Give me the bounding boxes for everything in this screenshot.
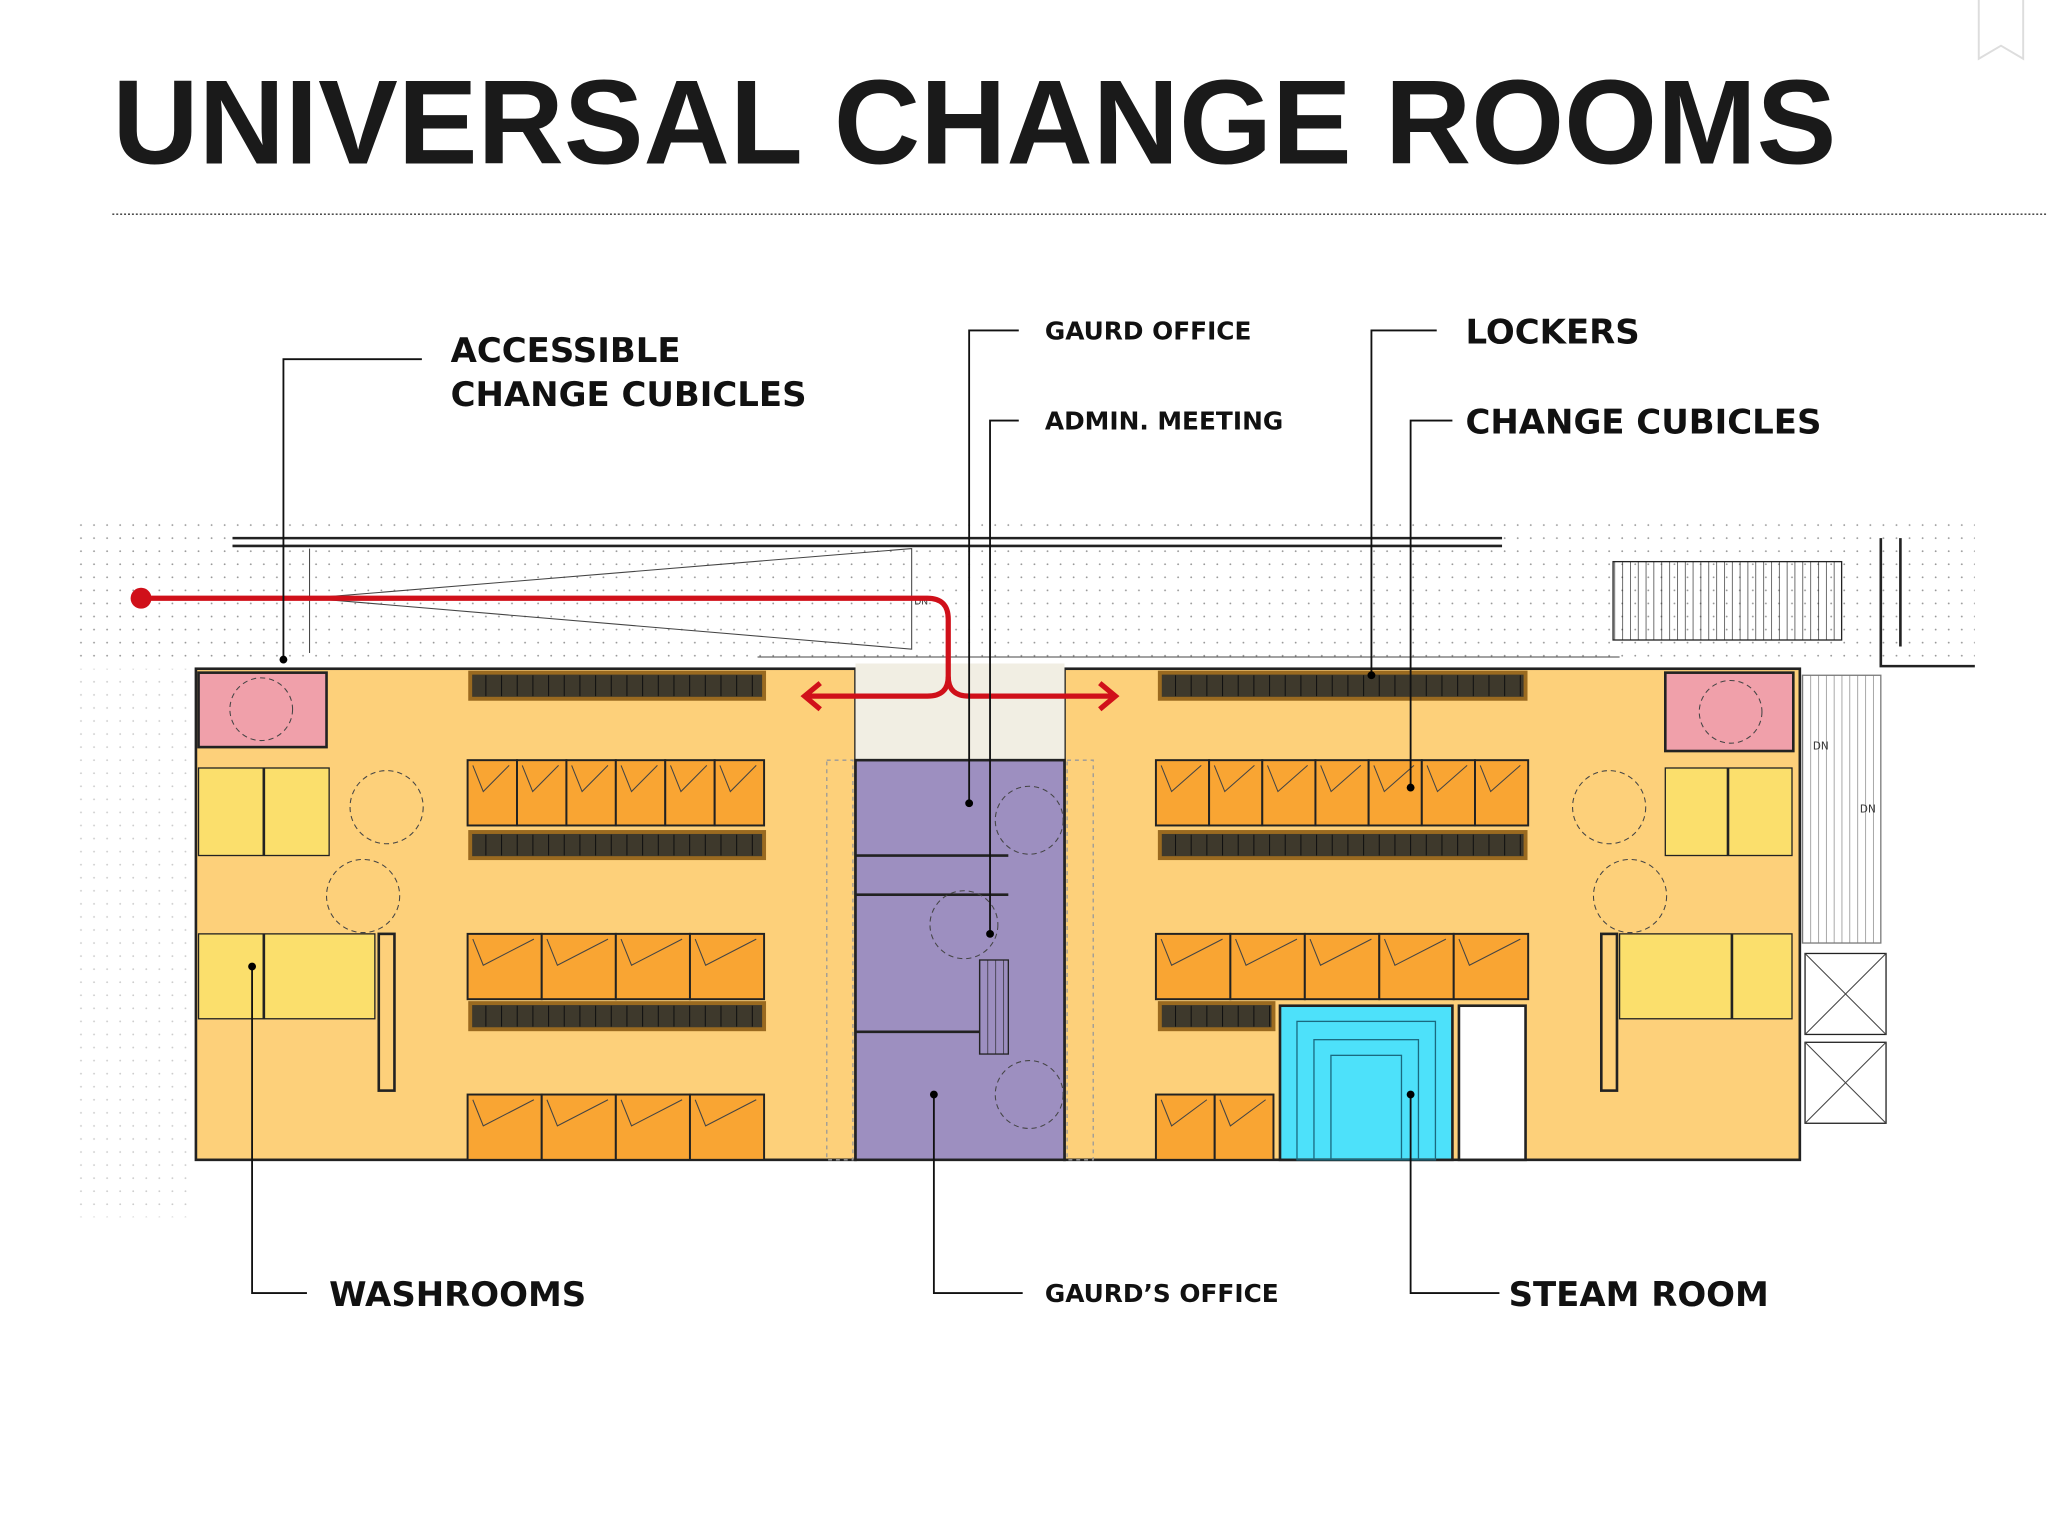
exterior-stair: [1612, 560, 1843, 641]
change-cubicle: [1452, 932, 1530, 1001]
change-cubicle: [540, 932, 617, 1001]
washroom-left-2: [197, 933, 376, 1020]
label-washrooms: WASHROOMS: [329, 1275, 586, 1315]
change-cubicle: [1261, 759, 1317, 827]
locker-bank: [468, 670, 767, 701]
entry-vestibule: [855, 663, 1065, 761]
floor-plan: DN: [71, 519, 1975, 1218]
change-cubicle: [688, 1093, 766, 1161]
guard-office-area: [854, 758, 1066, 1162]
locker-bank: [1157, 670, 1528, 701]
label-guard-office: GAURD OFFICE: [1045, 317, 1252, 346]
label-accessible-change-cubicles-line2: CHANGE CUBICLES: [451, 375, 807, 415]
change-cubicle: [1208, 759, 1264, 827]
stair-down-label: DN: [1813, 741, 1829, 753]
leader-lines: [248, 329, 1500, 1294]
accessible-cubicle-right: [1664, 671, 1795, 753]
page-title: UNIVERSAL CHANGE ROOMS: [112, 55, 1836, 189]
stair-down-label: DN: [1860, 803, 1876, 815]
change-cubicle: [1420, 759, 1476, 827]
change-cubicle: [1367, 759, 1423, 827]
steam-room: [1278, 1004, 1454, 1162]
change-cubicle: [614, 1093, 691, 1161]
change-cubicle: [1303, 932, 1381, 1001]
change-cubicle: [1213, 1093, 1275, 1161]
label-admin-meeting: ADMIN. MEETING: [1045, 407, 1283, 436]
change-cubicle: [688, 932, 766, 1001]
locker-bank: [1157, 1001, 1276, 1032]
change-cubicle: [466, 1093, 543, 1161]
label-guards-office: GAURD’S OFFICE: [1045, 1279, 1279, 1308]
label-change-cubicles: CHANGE CUBICLES: [1465, 403, 1821, 443]
change-cubicle: [1474, 759, 1530, 827]
change-cubicle: [1314, 759, 1370, 827]
accessible-route: [141, 595, 1120, 712]
change-cubicle: [540, 1093, 617, 1161]
washroom-right-2: [1618, 933, 1793, 1020]
route-start-marker: [130, 587, 152, 609]
label-accessible-change-cubicles: ACCESSIBLE: [451, 331, 681, 371]
change-cubicle: [466, 759, 518, 827]
change-cubicle: [713, 759, 766, 827]
locker-bank: [468, 830, 767, 861]
change-cubicle: [1378, 932, 1455, 1001]
label-steam-room: STEAM ROOM: [1509, 1275, 1769, 1315]
change-cubicle: [565, 759, 617, 827]
change-cubicle: [1154, 759, 1211, 827]
change-cubicle: [614, 932, 691, 1001]
change-cubicle: [1229, 932, 1306, 1001]
change-cubicle: [1154, 1093, 1216, 1161]
stair-down-label: DN: [914, 598, 928, 608]
label-lockers: LOCKERS: [1465, 313, 1639, 353]
bookmark-icon[interactable]: [1977, 0, 2025, 61]
change-cubicle: [466, 932, 543, 1001]
accessible-cubicle-left: [197, 671, 328, 749]
locker-bank: [468, 1001, 767, 1032]
change-cubicle: [1154, 932, 1232, 1001]
locker-bank: [1157, 830, 1528, 861]
